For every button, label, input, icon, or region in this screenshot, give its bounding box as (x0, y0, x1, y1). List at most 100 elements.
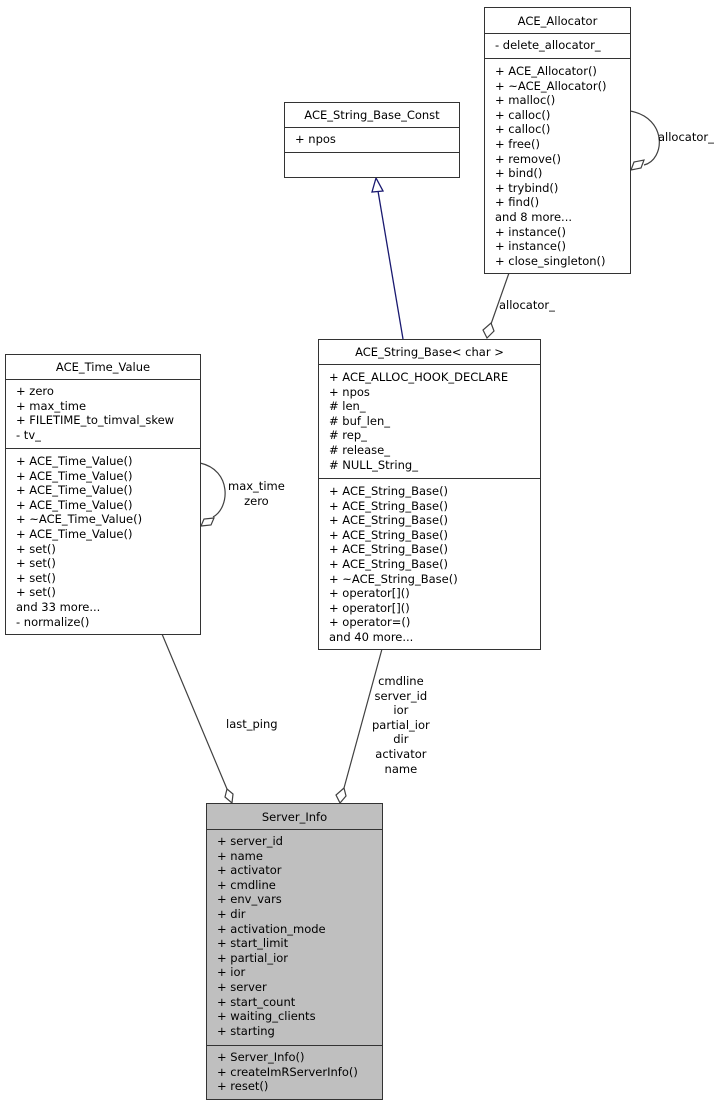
attributes-section: + zero+ max_time+ FILETIME_to_timval_ske… (6, 380, 200, 449)
class-method[interactable]: - normalize() (16, 614, 90, 629)
class-method[interactable]: + ~ACE_Time_Value() (16, 512, 143, 527)
methods-section: + Server_Info()+ createImRServerInfo()+ … (207, 1046, 382, 1094)
class-attribute[interactable]: + name (217, 848, 263, 863)
class-method[interactable]: + reset() (217, 1079, 269, 1094)
class-attribute[interactable]: + npos (295, 132, 336, 146)
methods-section: + ACE_Allocator()+ ~ACE_Allocator()+ mal… (485, 59, 630, 268)
class-method[interactable]: + find() (495, 195, 540, 210)
edge-label-line: partial_ior (372, 717, 430, 732)
class-method[interactable]: + ACE_Time_Value() (16, 468, 133, 483)
class-method[interactable]: + ~ACE_Allocator() (495, 78, 607, 93)
aggregation-diamond-icon (224, 787, 234, 805)
edge-label-line: allocator_ (658, 130, 714, 144)
class-method[interactable]: + ACE_Allocator() (495, 64, 597, 78)
inheritance-arrowhead-icon (371, 176, 385, 193)
class-method[interactable]: + free() (495, 136, 540, 151)
class-method[interactable]: + set() (16, 570, 56, 585)
class-method[interactable]: + ACE_String_Base() (329, 527, 449, 542)
class-method[interactable]: + ~ACE_String_Base() (329, 571, 458, 586)
class-attribute[interactable]: + start_limit (217, 936, 289, 951)
class-attribute[interactable]: + ior (217, 965, 246, 980)
class-method[interactable]: + ACE_Time_Value() (16, 526, 133, 541)
class-server-info[interactable]: Server_Info + server_id+ name+ activator… (206, 803, 383, 1100)
class-attribute[interactable]: + activator (217, 863, 282, 878)
class-method[interactable]: + calloc() (495, 122, 551, 137)
class-attribute[interactable]: + npos (329, 384, 370, 399)
class-method[interactable]: + ACE_String_Base() (329, 484, 449, 498)
class-method[interactable]: + instance() (495, 224, 566, 239)
edge-label-line: ior (393, 703, 409, 718)
class-attribute[interactable]: + cmdline (217, 877, 276, 892)
class-method[interactable]: + ACE_Time_Value() (16, 454, 133, 468)
class-attribute[interactable]: + starting (217, 1023, 275, 1038)
class-method[interactable]: + ACE_String_Base() (329, 542, 449, 557)
class-method[interactable]: + set() (16, 556, 56, 571)
class-method[interactable]: + trybind() (495, 180, 559, 195)
class-method[interactable]: + set() (16, 585, 56, 600)
edge-label-line: activator (375, 746, 427, 761)
class-method[interactable]: + ACE_Time_Value() (16, 483, 133, 498)
class-attribute[interactable]: # buf_len_ (329, 413, 390, 428)
class-method[interactable]: + remove() (495, 151, 561, 166)
class-attribute[interactable]: + env_vars (217, 892, 282, 907)
class-method[interactable]: + malloc() (495, 93, 556, 108)
class-method[interactable]: + ACE_String_Base() (329, 513, 449, 528)
edge-label-allocator: allocator_ (499, 298, 555, 313)
class-method[interactable]: + operator[]() (329, 586, 410, 601)
edge-label-line: max_time (228, 479, 285, 493)
class-ace-time-value[interactable]: ACE_Time_Value + zero+ max_time+ FILETIM… (5, 354, 201, 635)
class-attribute[interactable]: - tv_ (16, 427, 41, 442)
attributes-section: - delete_allocator_ (485, 34, 630, 59)
class-attribute[interactable]: + server_id (217, 834, 283, 848)
class-attribute[interactable]: - delete_allocator_ (495, 38, 601, 52)
class-method[interactable]: and 33 more... (16, 599, 101, 614)
class-method[interactable]: + operator=() (329, 615, 411, 630)
class-method[interactable]: + ACE_String_Base() (329, 498, 449, 513)
class-method[interactable]: + instance() (495, 239, 566, 254)
string-members-association-edge (343, 648, 383, 789)
edge-label-line: name (384, 761, 418, 776)
attributes-section: + npos (285, 128, 459, 153)
class-attribute[interactable]: + ACE_ALLOC_HOOK_DECLARE (329, 370, 509, 384)
class-ace-string-base-const[interactable]: ACE_String_Base_Const + npos (284, 102, 460, 178)
edge-label-line: dir (393, 732, 409, 747)
aggregation-diamond-icon (200, 517, 215, 527)
class-attribute[interactable]: + partial_ior (217, 950, 289, 965)
class-method[interactable]: + createImRServerInfo() (217, 1064, 358, 1079)
edge-label-allocator-self: allocator_ (658, 130, 714, 145)
class-method[interactable]: + close_singleton() (495, 253, 606, 268)
class-method[interactable]: + operator[]() (329, 600, 410, 615)
class-attribute[interactable]: + start_count (217, 994, 296, 1009)
class-method[interactable]: + Server_Info() (217, 1050, 305, 1064)
class-attribute[interactable]: + FILETIME_to_timval_skew (16, 413, 175, 428)
class-attribute[interactable]: + server (217, 979, 267, 994)
class-ace-string-base-char[interactable]: ACE_String_Base< char > + ACE_ALLOC_HOOK… (318, 339, 541, 650)
allocator-self-loop-edge (629, 110, 660, 166)
class-title: ACE_String_Base< char > (319, 340, 540, 365)
last-ping-association-edge (161, 633, 228, 790)
class-method[interactable]: + ACE_Time_Value() (16, 497, 133, 512)
class-attribute[interactable]: # len_ (329, 399, 366, 414)
class-attribute[interactable]: + zero (16, 384, 54, 398)
class-method[interactable]: and 8 more... (495, 209, 573, 224)
class-method[interactable]: + ACE_String_Base() (329, 556, 449, 571)
class-attribute[interactable]: # rep_ (329, 428, 367, 443)
class-method[interactable]: + calloc() (495, 107, 551, 122)
class-attribute[interactable]: # release_ (329, 442, 390, 457)
aggregation-diamond-icon (630, 159, 645, 171)
class-method[interactable]: + bind() (495, 166, 543, 181)
class-method[interactable]: + set() (16, 541, 56, 556)
class-attribute[interactable]: + waiting_clients (217, 1009, 316, 1024)
class-attribute[interactable]: # NULL_String_ (329, 457, 418, 472)
class-attribute[interactable]: + dir (217, 906, 246, 921)
class-method[interactable]: and 40 more... (329, 629, 414, 644)
attributes-section: + server_id+ name+ activator+ cmdline+ e… (207, 830, 382, 1046)
methods-section: + ACE_Time_Value()+ ACE_Time_Value()+ AC… (6, 449, 200, 629)
edge-label-line: allocator_ (499, 298, 555, 312)
class-attribute[interactable]: + activation_mode (217, 921, 326, 936)
class-attribute[interactable]: + max_time (16, 398, 87, 413)
class-ace-allocator[interactable]: ACE_Allocator - delete_allocator_ + ACE_… (484, 7, 631, 274)
